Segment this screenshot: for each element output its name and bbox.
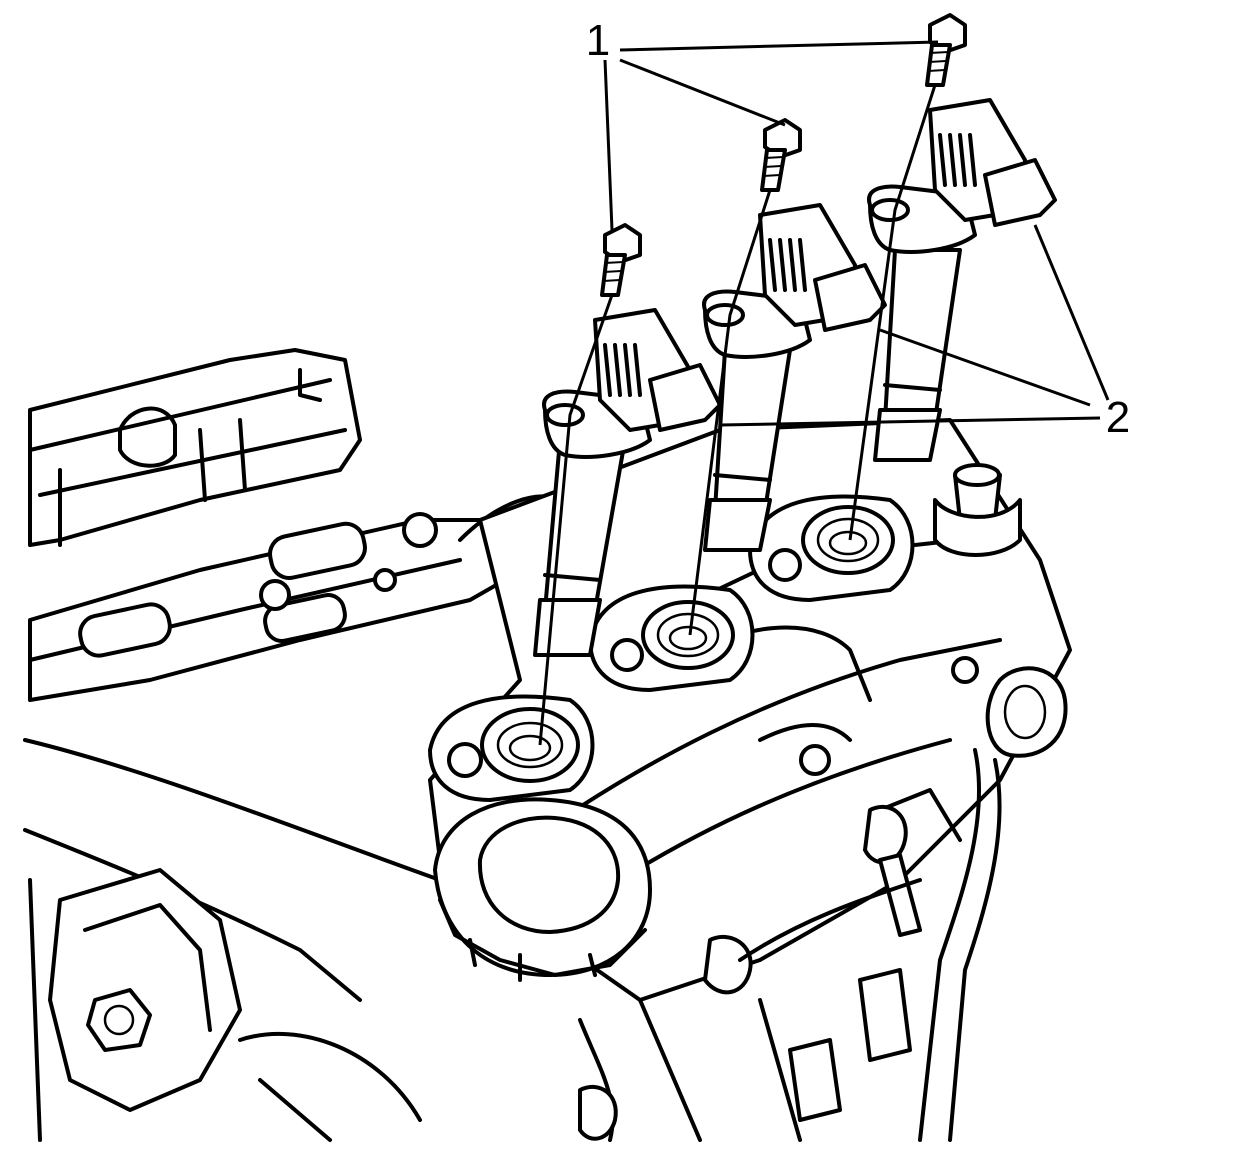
- install-guides: [538, 84, 937, 746]
- callout-label-1: 1: [586, 16, 610, 65]
- wiring-harness: [578, 666, 1068, 1142]
- spark-plug-well-1: [428, 694, 595, 802]
- oil-filler-cap: [433, 797, 652, 982]
- spark-plug-well-2: [588, 584, 755, 692]
- ignition-coil-1: [533, 308, 722, 657]
- callout-2: 2: [719, 224, 1130, 442]
- coil-bolt-1: [600, 223, 642, 297]
- ignition-coil-3: [867, 98, 1057, 462]
- lower-manifold-body: [23, 738, 442, 1142]
- callout-1: 1: [586, 16, 939, 231]
- ignition-coil-2: [702, 203, 887, 552]
- breather-fitting: [933, 463, 1022, 557]
- spark-plug-well-3: [748, 494, 915, 602]
- coil-bolt-3: [925, 13, 967, 87]
- coil-bolt-2: [760, 118, 802, 192]
- callout-label-2: 2: [1106, 393, 1130, 442]
- intake-manifold: [28, 348, 562, 702]
